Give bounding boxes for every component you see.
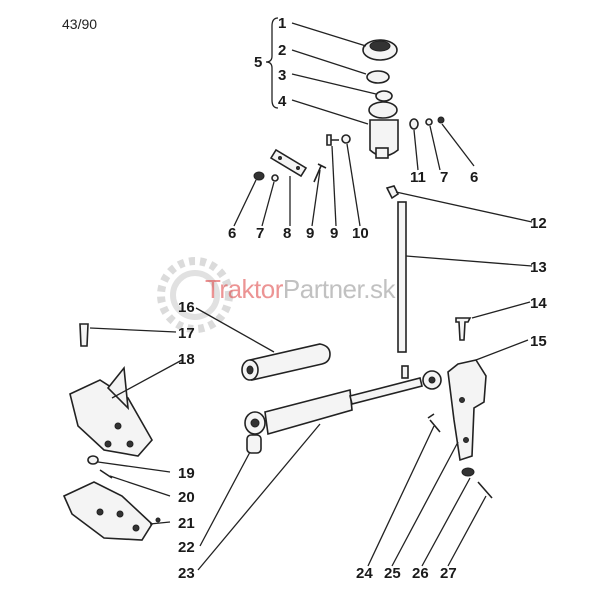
callout-22: 22 [178, 539, 195, 556]
callout-20: 20 [178, 489, 195, 506]
callout-26: 26 [412, 565, 429, 582]
callout-17: 17 [178, 325, 195, 342]
callout-2: 2 [278, 42, 287, 59]
part-seal [375, 90, 393, 102]
leader-lines [89, 22, 533, 571]
callout-7b: 7 [440, 169, 449, 186]
callout-3: 3 [278, 67, 287, 84]
callout-18: 18 [178, 351, 195, 368]
part-washer-19 [87, 455, 99, 465]
part-bolt-9b [313, 163, 327, 183]
callout-14: 14 [530, 295, 547, 312]
watermark-part1: Traktor [205, 274, 283, 304]
callout-10: 10 [352, 225, 369, 242]
callout-12: 12 [530, 215, 547, 232]
part-pin [455, 317, 472, 341]
part-tube [241, 343, 331, 381]
part-nut-left [253, 171, 265, 181]
callout-1: 1 [278, 15, 287, 32]
part-pin-27 [477, 481, 493, 499]
callout-5: 5 [254, 54, 263, 71]
part-nut-26 [461, 467, 475, 477]
callout-25: 25 [384, 565, 401, 582]
page-number: 43/90 [62, 16, 98, 32]
callout-4: 4 [278, 93, 287, 110]
part-bracket-18 [69, 379, 153, 457]
callout-24: 24 [356, 565, 373, 582]
callout-11: 11 [410, 169, 426, 186]
part-rod [397, 201, 407, 353]
callout-21: 21 [178, 515, 195, 532]
watermark-gear-icon [157, 257, 233, 333]
callout-8: 8 [283, 225, 292, 242]
callout-23: 23 [178, 565, 195, 582]
callout-7a: 7 [256, 225, 265, 242]
group-bracket [265, 17, 279, 109]
part-nut-right [437, 116, 445, 124]
part-cap [362, 39, 398, 61]
part-washer-left [271, 174, 279, 182]
callout-19: 19 [178, 465, 195, 482]
part-bolt-20 [99, 469, 113, 479]
callout-6a: 6 [228, 225, 237, 242]
part-bushing [246, 434, 262, 454]
part-bracket-plate [269, 148, 308, 178]
callout-13: 13 [530, 259, 547, 276]
part-fitting [385, 185, 400, 200]
part-bolt-25 [427, 413, 441, 433]
watermark-text: TraktorPartner.sk [205, 274, 395, 305]
part-reservoir [368, 101, 399, 159]
callout-16: 16 [178, 299, 195, 316]
part-bracket-15 [447, 359, 487, 462]
part-shock-absorber [244, 365, 442, 436]
part-spacer-right [409, 118, 419, 130]
part-washer-10 [341, 134, 351, 144]
callout-27: 27 [440, 565, 457, 582]
part-pin-17 [79, 323, 89, 347]
part-bolt-9 [326, 134, 339, 146]
callout-9b: 9 [330, 225, 339, 242]
callout-9a: 9 [306, 225, 315, 242]
part-bracket-21 [62, 481, 154, 541]
part-washer-right [425, 118, 433, 126]
callout-6b: 6 [470, 169, 479, 186]
part-washer-ring [366, 70, 390, 84]
watermark-part2: Partner.sk [282, 274, 396, 304]
callout-15: 15 [530, 333, 547, 350]
